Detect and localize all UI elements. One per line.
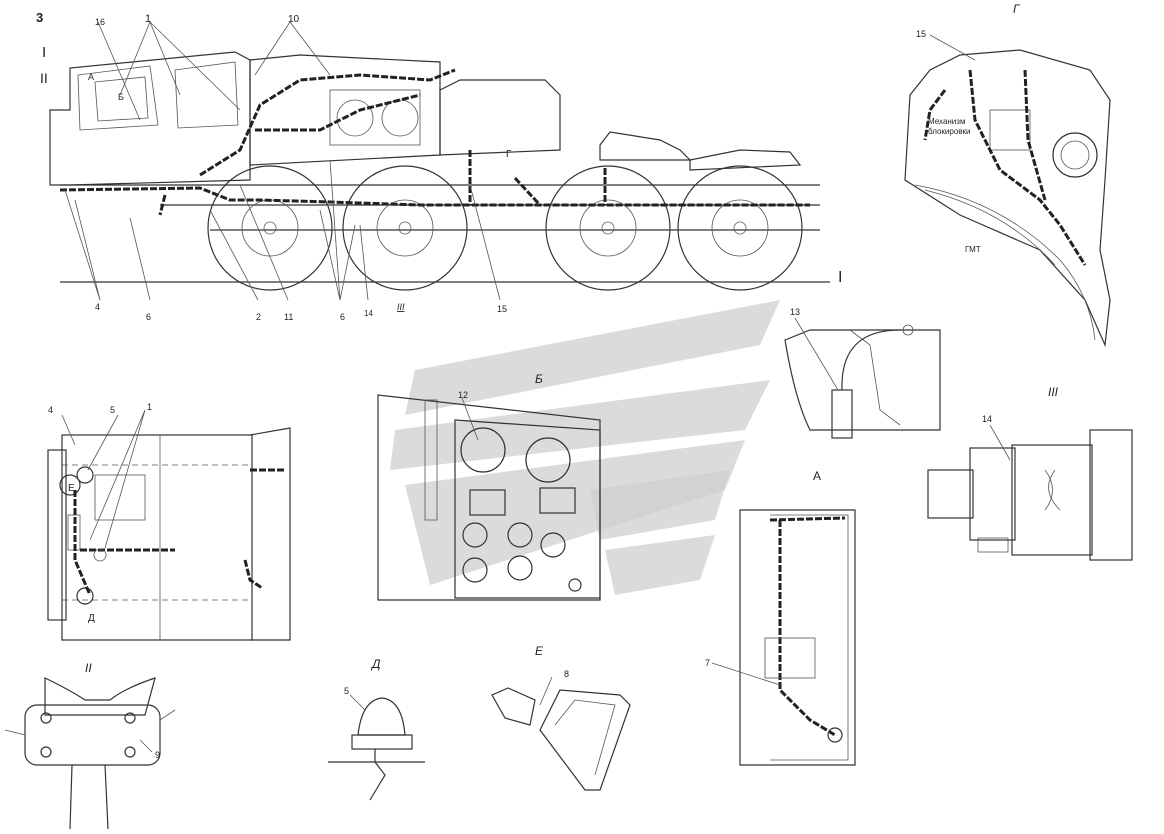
callout-2: 2 [256,312,261,322]
section-i-top-label: I [42,44,46,61]
callout-13: 13 [790,307,800,317]
callout-11: 11 [284,312,293,322]
view-e-marker: Е [68,483,75,494]
g-mechanism-line2: блокировки [928,127,971,136]
callout-14-iii: 14 [982,414,992,424]
view-iii-marker: III [397,302,405,312]
callout-14: 14 [364,309,373,318]
callout-8: 8 [564,669,569,679]
view-a-detail [711,509,856,766]
section-ii-label: II [40,70,48,86]
section-i-right-label: I [838,269,842,286]
callout-4: 4 [95,302,100,312]
side-leaders [64,21,501,301]
wheel-4 [677,165,803,291]
view-a-title: А [813,469,821,483]
g-mechanism-line1: Механизм [928,117,965,126]
callout-5-d: 5 [344,686,349,696]
callout-6: 6 [146,312,151,322]
gauge-12 [460,427,506,473]
wheel-3 [545,165,671,291]
view-e-detail [491,676,631,791]
callout-10: 10 [288,14,300,25]
beacon-lamp [357,697,406,736]
view-g-detail [904,34,1111,348]
view-ii-title: II [85,661,92,675]
view-g-title: Г [1013,2,1021,16]
wheel-2 [342,165,468,291]
callout-6b: 6 [340,312,345,322]
view-g-marker: Г [506,149,512,160]
gauge-right [525,437,571,483]
detail-13 [784,317,941,439]
view-iii-title: III [1048,385,1059,399]
callout-4-top: 4 [48,405,53,415]
view-b-marker: Б [118,92,124,102]
cab-outline [49,51,251,186]
callout-9: 9 [155,750,160,760]
view-b-title: Б [535,372,543,386]
callout-15: 15 [497,304,507,314]
callout-1: 1 [145,13,151,25]
callout-12: 12 [458,390,468,400]
truck-side-view [49,21,830,301]
view-b-panel [377,394,601,601]
callout-5-top: 5 [110,405,115,415]
view-d-detail [328,694,425,801]
callout-16: 16 [95,17,105,27]
engine-compartment [249,54,441,166]
view-d-marker: Д [88,613,95,624]
fifth-wheel [599,131,692,161]
view-d-title: Д [370,657,381,671]
cab-top-view [47,409,291,641]
g-gmt-label: ГМТ [965,245,981,254]
view-iii-detail [927,424,1133,561]
callout-7: 7 [705,658,710,668]
view-ii-detail [4,677,176,830]
main-harness [59,186,810,207]
view-e-title: Е [535,644,544,658]
headlamp-guard [539,689,631,791]
callout-3: 3 [36,10,43,25]
watermark-logo [390,300,780,595]
callout-1-top: 1 [147,402,152,412]
callout-15-g: 15 [916,29,926,39]
view-a-marker: А [88,72,94,82]
